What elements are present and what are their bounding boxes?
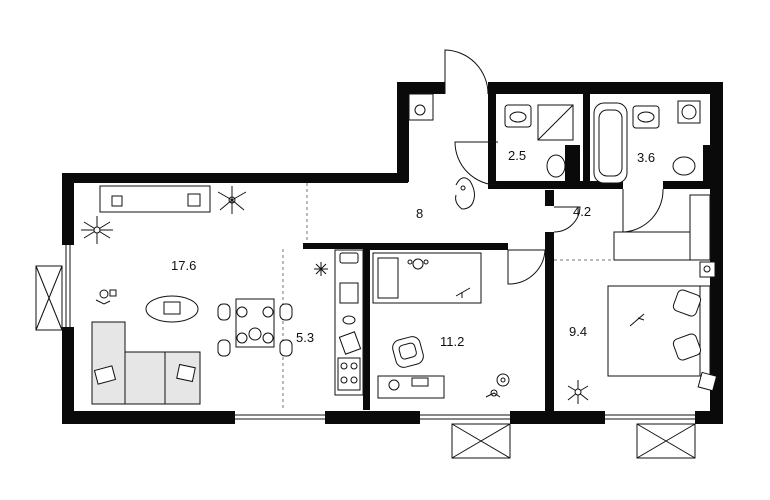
windows: [35, 245, 696, 459]
room-area-hall: 8: [416, 206, 423, 221]
dog-icon: [455, 177, 475, 210]
bathtub: [593, 102, 628, 184]
room-area-kitchen: 5.3: [296, 330, 314, 345]
room-area-bedroom: 9.4: [569, 324, 587, 339]
corridor-wardrobe: [613, 194, 711, 261]
plant-icon: [217, 186, 247, 214]
armchair: [392, 336, 424, 368]
toilet: [672, 156, 696, 176]
washbasin: [504, 104, 532, 128]
snowflake-icon: [314, 262, 328, 276]
desk: [377, 375, 445, 399]
stove-icon: [337, 357, 361, 391]
room-area-corridor: 4.2: [573, 204, 591, 219]
kitchen-furniture: [314, 249, 364, 396]
hood: [339, 252, 359, 264]
bedroom-furniture: [567, 261, 718, 404]
childrens-room-furniture: [372, 252, 510, 399]
toys-icon: [95, 289, 117, 305]
toys-icon: [485, 373, 510, 398]
toilet: [546, 154, 566, 178]
sofa: [91, 321, 201, 405]
living-room-furniture: [81, 185, 293, 405]
room-area-bath-small: 2.5: [508, 148, 526, 163]
small-bathroom-fixtures: [504, 104, 574, 178]
outer-walls: [62, 82, 723, 424]
coffee-table: [145, 295, 199, 323]
room-area-children: 11.2: [440, 334, 464, 349]
plant-icon: [81, 216, 113, 244]
hall-furniture: [408, 93, 475, 210]
room-area-bath-large: 3.6: [637, 150, 655, 165]
large-bathroom-fixtures: [593, 100, 701, 184]
washbasin: [632, 105, 660, 129]
sink: [339, 282, 359, 304]
room-area-living: 17.6: [171, 258, 196, 273]
room-labels: 17.6 5.3 8 2.5 3.6 4.2 11.2 9.4: [171, 148, 655, 349]
dining-table: [217, 298, 293, 357]
plant-icon: [567, 380, 589, 404]
bed: [372, 252, 482, 304]
washing-machine: [677, 100, 701, 124]
toy-icon: [407, 258, 429, 270]
